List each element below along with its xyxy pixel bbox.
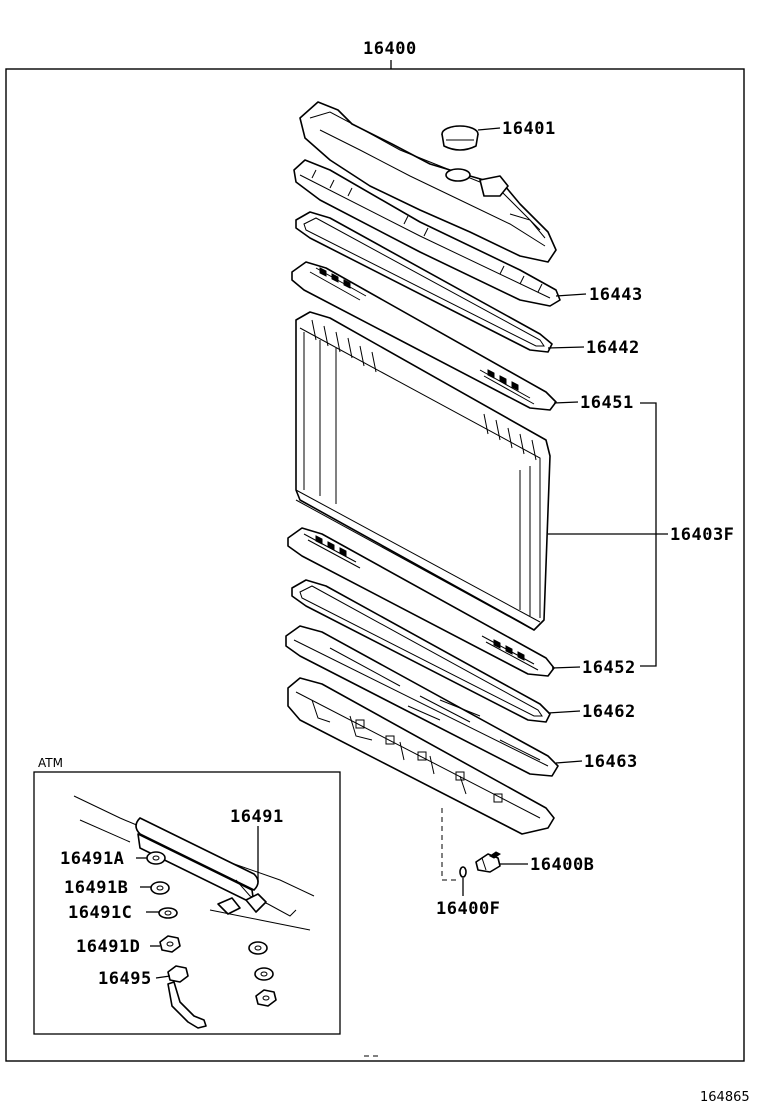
label-16452: 16452 bbox=[582, 658, 636, 678]
assembly-frame bbox=[5, 68, 745, 1062]
upper-tank bbox=[299, 101, 557, 263]
label-16401: 16401 bbox=[502, 119, 556, 139]
label-16491D: 16491D bbox=[76, 937, 140, 957]
lower-seal-plate bbox=[287, 527, 555, 677]
label-16451: 16451 bbox=[580, 393, 634, 413]
callout-bracket bbox=[640, 402, 657, 667]
inset-nut-d bbox=[159, 935, 181, 953]
figure-id: 164865 bbox=[700, 1090, 750, 1105]
upper-seal-plate bbox=[291, 261, 557, 411]
label-16442: 16442 bbox=[586, 338, 640, 358]
label-16403F: 16403F bbox=[670, 525, 734, 545]
assembly-label: 16400 bbox=[363, 39, 417, 59]
inset-washer-c bbox=[158, 907, 178, 919]
radiator-core bbox=[295, 311, 551, 631]
label-16462: 16462 bbox=[582, 702, 636, 722]
label-16491A: 16491A bbox=[60, 849, 124, 869]
label-16495: 16495 bbox=[98, 969, 152, 989]
label-16463: 16463 bbox=[584, 752, 638, 772]
label-16400F: 16400F bbox=[436, 899, 500, 919]
inset-hose-fitting bbox=[167, 965, 207, 1029]
atm-inset-frame bbox=[33, 771, 341, 1035]
label-16443: 16443 bbox=[589, 285, 643, 305]
inset-right-hardware bbox=[248, 941, 277, 1007]
label-16491B: 16491B bbox=[64, 878, 128, 898]
oil-cooler-assembly bbox=[73, 795, 315, 931]
inset-washer-a bbox=[146, 851, 166, 865]
inset-label: ATM bbox=[38, 756, 63, 770]
lower-gasket bbox=[291, 579, 551, 723]
radiator-cap bbox=[441, 125, 479, 151]
label-16491C: 16491C bbox=[68, 903, 132, 923]
label-16491: 16491 bbox=[230, 807, 284, 827]
drain-cock bbox=[475, 851, 501, 873]
lower-tank bbox=[287, 677, 555, 835]
lower-tank-rim bbox=[285, 625, 559, 777]
upper-tank-rim bbox=[293, 159, 561, 307]
label-16400B: 16400B bbox=[530, 855, 594, 875]
drain-leader bbox=[441, 808, 460, 881]
inset-washer-b bbox=[150, 881, 170, 895]
drain-plug-o-ring bbox=[459, 866, 467, 878]
